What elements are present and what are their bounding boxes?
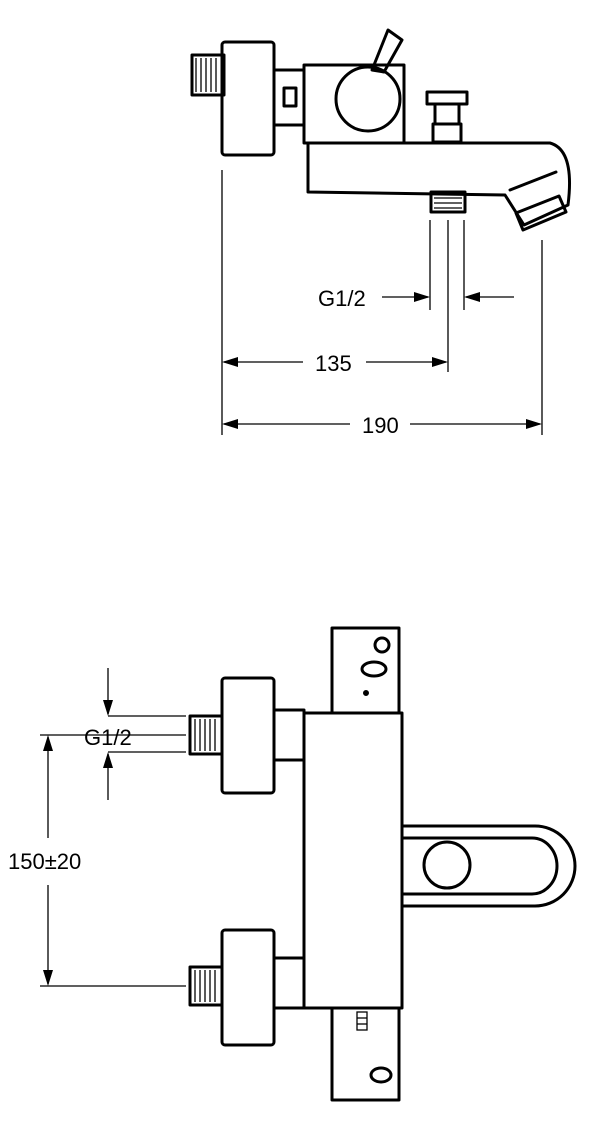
shower-outlet bbox=[429, 190, 467, 214]
front-lever-handle bbox=[400, 824, 577, 908]
top-connector bbox=[272, 68, 306, 127]
top-union-block bbox=[220, 40, 276, 157]
front-mixer-body bbox=[302, 711, 404, 1010]
front-upper-union bbox=[188, 676, 306, 795]
dim-g12-front: G1/2 bbox=[84, 668, 186, 800]
dim-label-g12-top: G1/2 bbox=[318, 286, 366, 311]
top-view: G1/2 135 190 bbox=[190, 28, 572, 438]
dim-label-g12-front: G1/2 bbox=[84, 725, 132, 750]
dim-label-190: 190 bbox=[362, 413, 399, 438]
dim-label-135: 135 bbox=[315, 351, 352, 376]
dim-135: 135 bbox=[221, 170, 449, 435]
front-view: G1/2 150±20 bbox=[8, 626, 577, 1102]
diverter-button bbox=[425, 90, 469, 144]
dim-150: 150±20 bbox=[8, 734, 186, 987]
dim-190: 190 bbox=[222, 240, 543, 438]
front-lower-union bbox=[188, 928, 306, 1047]
dim-g12-top: G1/2 bbox=[318, 220, 514, 311]
dim-label-150: 150±20 bbox=[8, 849, 81, 874]
top-inlet-thread bbox=[190, 53, 226, 97]
lever-handle bbox=[334, 28, 404, 133]
